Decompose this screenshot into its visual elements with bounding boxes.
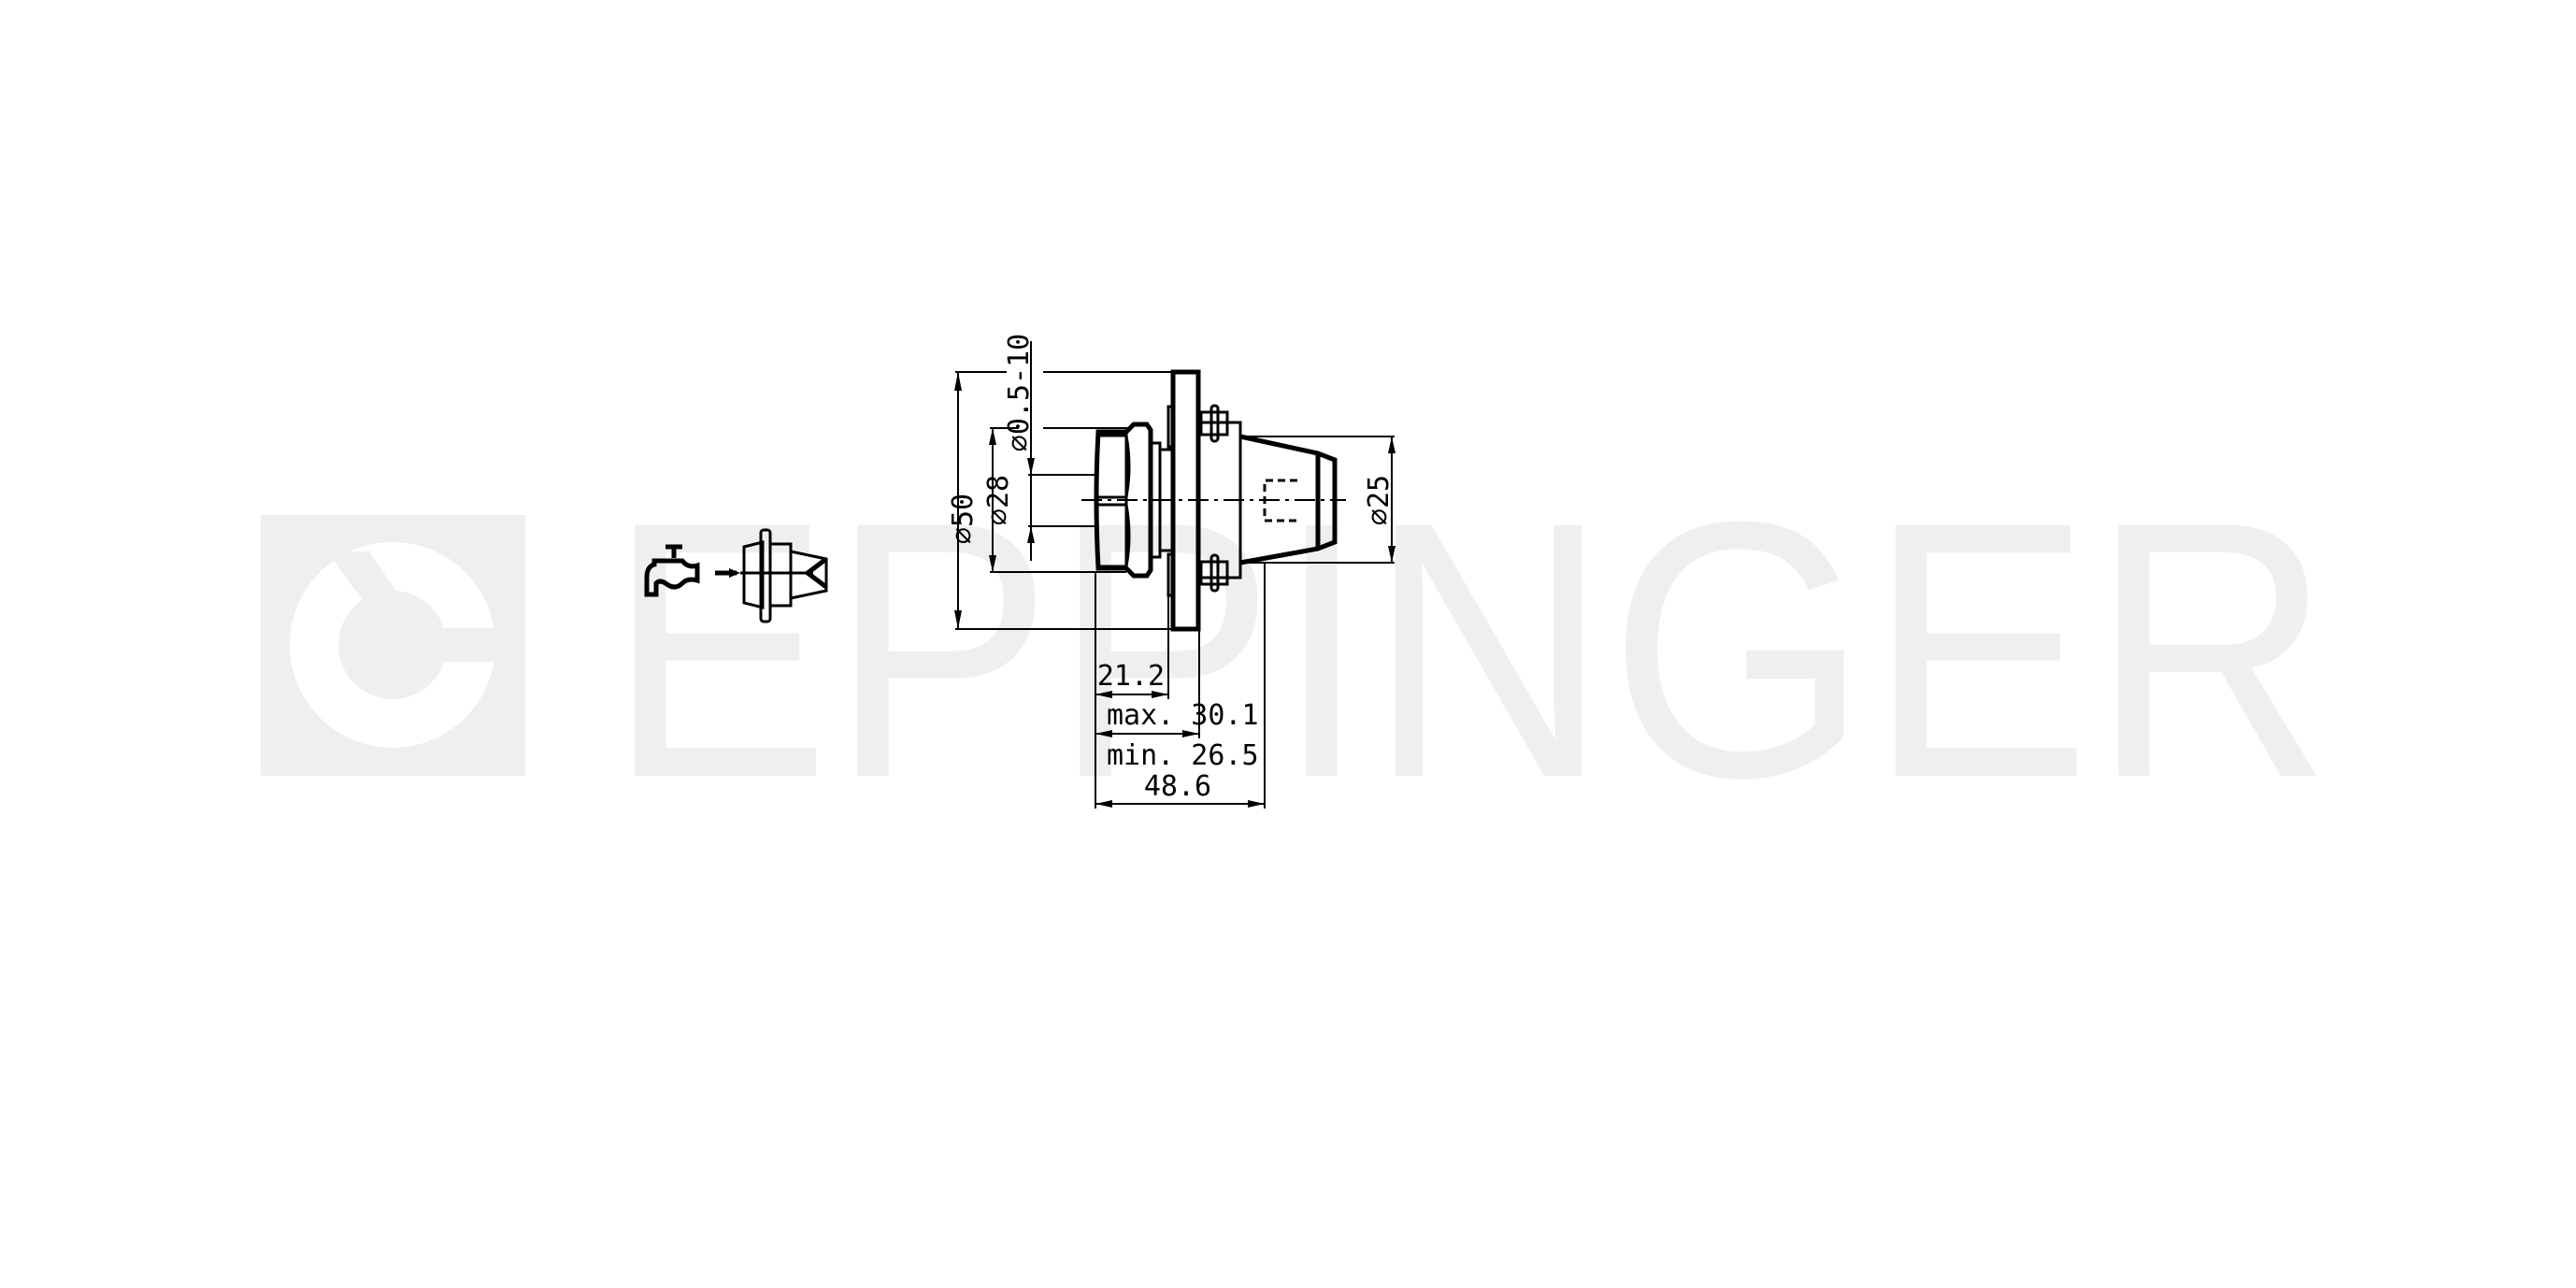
coolant-flow-arrow-icon: [715, 568, 740, 578]
dim-length-48-6: 48.6: [1144, 770, 1211, 803]
dimension-labels: ⌀50 ⌀0.5-10 ⌀28 ⌀25 21.2 max. 30.1 min. …: [947, 334, 1395, 803]
dim-diameter-25: ⌀25: [1363, 475, 1395, 525]
dim-diameter-28: ⌀28: [982, 475, 1015, 525]
dim-diameter-collet-range: ⌀0.5-10: [1003, 334, 1036, 451]
eppinger-watermark: EPPINGER: [261, 446, 2332, 853]
tool-holder-symbol-icon: [740, 528, 828, 623]
eppinger-logo-mark: [261, 515, 525, 776]
dim-diameter-50: ⌀50: [947, 494, 980, 544]
dimension-lines: [954, 341, 1395, 809]
tool-holder-outline: [1081, 369, 1346, 632]
dim-length-max: max. 30.1: [1107, 699, 1259, 732]
dim-length-min: min. 26.5: [1107, 739, 1259, 772]
watermark-brand-text: EPPINGER: [608, 446, 2332, 853]
dim-length-21-2: 21.2: [1097, 660, 1165, 693]
coolant-tap-icon: [644, 544, 700, 597]
